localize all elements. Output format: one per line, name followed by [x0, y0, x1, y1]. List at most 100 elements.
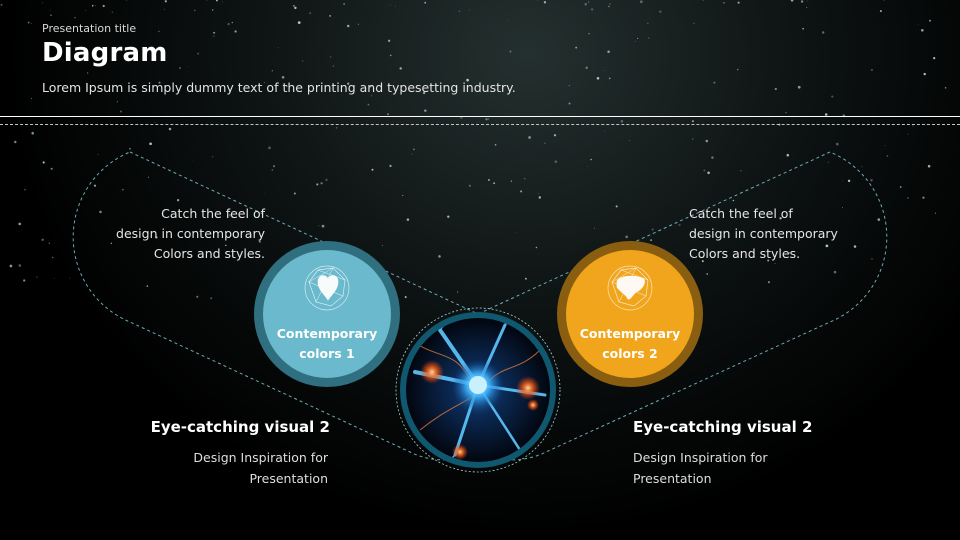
star [31, 131, 34, 135]
star [469, 9, 471, 11]
star [806, 0, 808, 2]
star [297, 21, 301, 24]
neuron-image [395, 307, 561, 473]
star [920, 28, 924, 32]
star [292, 4, 295, 7]
star [806, 6, 808, 9]
star [922, 196, 925, 199]
left-visual-desc-line: Design Inspiration for [193, 450, 328, 465]
star [318, 225, 320, 227]
star [568, 102, 571, 105]
star [602, 70, 604, 71]
star [371, 168, 374, 171]
star [723, 2, 725, 4]
star [608, 5, 610, 8]
right-capsule-outline [434, 151, 888, 461]
star [228, 214, 232, 217]
star [607, 50, 610, 54]
star [147, 176, 149, 178]
circle-label-1-line: Contemporary [276, 326, 378, 341]
page-title: Diagram [42, 38, 168, 68]
star [524, 277, 527, 280]
star [515, 232, 517, 233]
star [294, 6, 297, 10]
star [271, 169, 274, 171]
star [85, 10, 86, 11]
star [424, 109, 427, 112]
star [119, 110, 122, 113]
star [154, 121, 156, 123]
star [367, 103, 370, 106]
circle-label-2: Contemporary colors 2 [575, 324, 685, 364]
star [487, 118, 490, 120]
star [907, 197, 909, 199]
star [264, 193, 265, 195]
star [927, 164, 931, 168]
star [212, 9, 214, 11]
star [847, 179, 851, 183]
star [206, 0, 208, 1]
star [732, 199, 735, 202]
star [330, 56, 332, 58]
left-note-line: Catch the feel of [161, 206, 265, 221]
star [301, 72, 303, 74]
star [87, 72, 89, 74]
right-visual-title: Eye-catching visual 2 [633, 418, 813, 436]
star [301, 60, 304, 62]
star [309, 12, 312, 14]
star [49, 10, 51, 12]
star [706, 273, 709, 275]
star [163, 210, 165, 212]
star [493, 182, 496, 185]
star [544, 142, 546, 145]
star [30, 97, 32, 99]
star [187, 66, 189, 67]
star [125, 0, 128, 1]
star [116, 96, 118, 98]
star [871, 258, 873, 260]
star [371, 95, 373, 97]
star [524, 178, 526, 180]
star [553, 134, 557, 137]
star [537, 0, 538, 1]
star [110, 242, 112, 244]
star [347, 82, 350, 85]
star [74, 17, 76, 19]
star [227, 22, 230, 26]
star [466, 78, 469, 82]
star [149, 142, 152, 146]
star [18, 222, 22, 226]
star [520, 190, 523, 193]
star [24, 189, 26, 191]
star [335, 127, 338, 129]
star [406, 218, 410, 221]
circle-label-2-line: colors 2 [602, 346, 658, 361]
star [176, 199, 180, 202]
star [325, 178, 328, 182]
star [99, 210, 102, 214]
star [825, 244, 829, 248]
right-note-line: Catch the feel of [689, 206, 793, 221]
star [122, 189, 124, 191]
star [590, 8, 594, 11]
star [588, 1, 590, 3]
star [774, 263, 776, 265]
star [604, 130, 606, 132]
star [608, 77, 611, 80]
star [737, 68, 739, 71]
star [404, 296, 407, 299]
circle-label-1-line: colors 1 [299, 346, 355, 361]
star [737, 1, 740, 4]
star [575, 46, 578, 49]
star [740, 170, 742, 172]
star [692, 138, 694, 140]
star [321, 224, 325, 228]
star [628, 140, 630, 142]
star [877, 218, 881, 221]
star [52, 256, 54, 259]
liver-icon [607, 265, 653, 311]
star [678, 223, 681, 227]
star [767, 259, 770, 262]
header-dashed-divider [0, 124, 960, 125]
star [485, 118, 488, 121]
